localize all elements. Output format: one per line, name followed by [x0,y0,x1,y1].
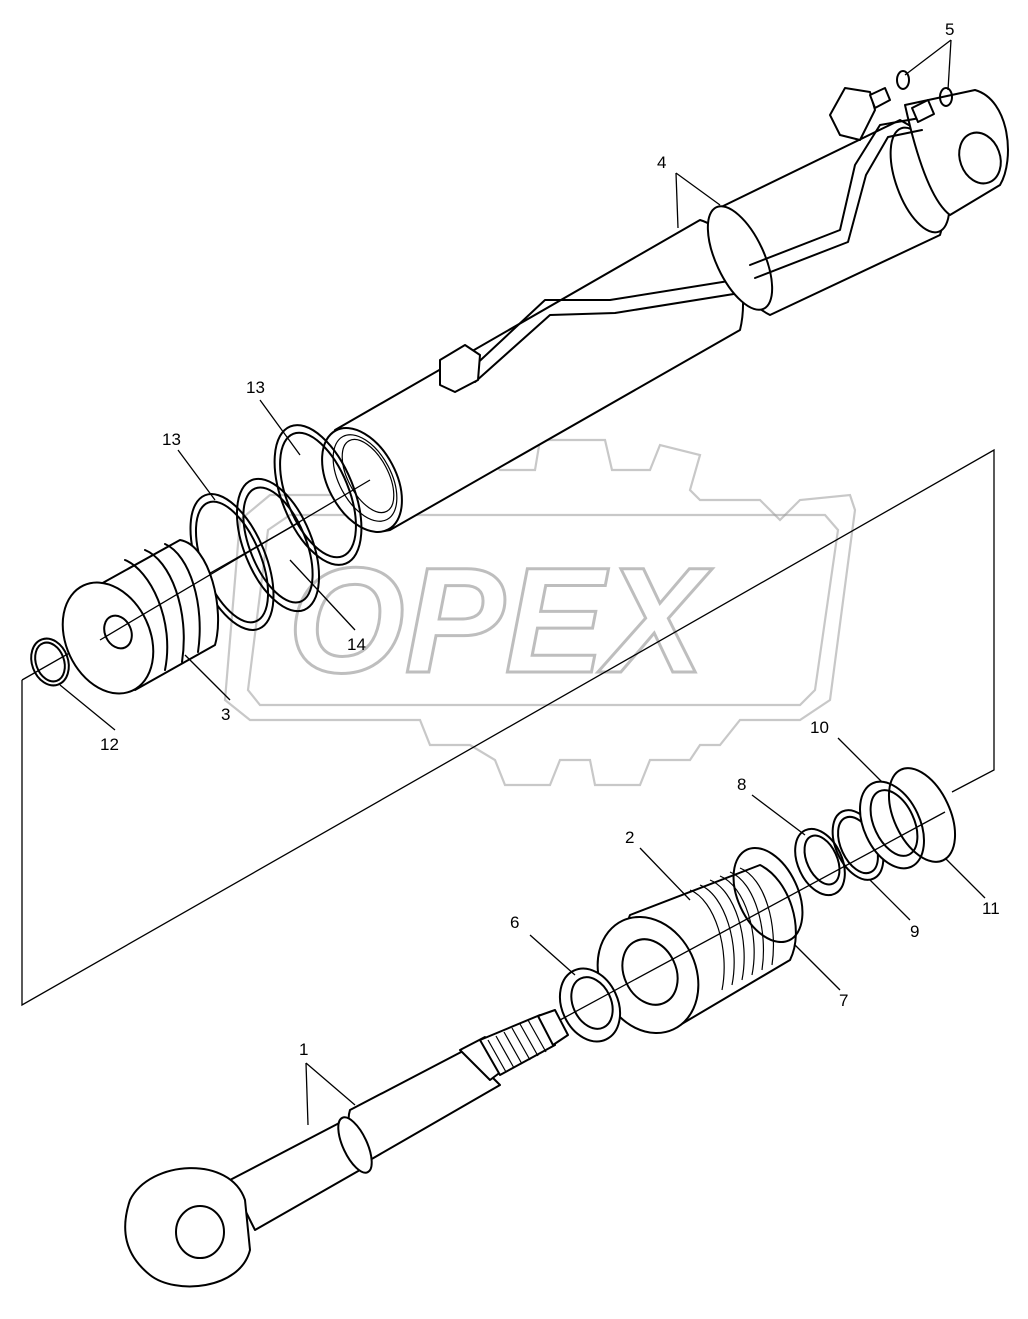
gland-axis-line [559,811,946,1021]
part-12-oring-inner [34,641,66,683]
leader-13b [177,449,216,501]
rod-eye-bore [175,1205,225,1259]
watermark-inner-frame [246,513,840,707]
leader-2 [639,847,691,901]
part-12-oring [30,637,70,687]
callout-10: 10 [810,718,829,737]
leader-10 [837,737,883,783]
barrel-lower-port-block [439,344,481,393]
leader-3 [184,654,231,701]
barrel-thread-ring-inner [341,438,395,514]
callout-2: 2 [625,828,634,847]
part-7-oring [732,846,804,944]
piston-bore [103,614,133,650]
rod-thread-lines [487,1019,547,1073]
rod-break [337,1116,373,1174]
leader-11 [944,857,986,899]
rod-tip [537,1009,569,1046]
frame-line-outer [21,448,995,1007]
callout-14: 14 [347,635,366,654]
barrel-upper-elbow [829,87,876,141]
callout-6: 6 [510,913,519,932]
leader-lines [59,39,986,1126]
piston-axis-line [99,479,371,641]
part-5-oring-b [939,87,953,107]
part-11-snap-ring [887,767,957,863]
gland-threads [689,867,775,991]
callout-9: 9 [910,922,919,941]
barrel-thread-ring [332,434,398,522]
leader-4a [675,172,679,229]
leader-14 [289,559,356,631]
clevis-bore [958,131,1002,185]
callout-8: 8 [737,775,746,794]
part-5-oring-a [896,70,910,90]
part-2-gland [596,864,797,1035]
watermark-gear-outline [223,438,857,787]
barrel-upper-fitting-b [911,99,935,123]
leader-13a [259,399,301,456]
barrel-upper-pipe [749,117,923,279]
callout-13-upper: 13 [246,378,265,397]
part-14-ring-inner [242,486,314,604]
leader-1a [305,1062,309,1126]
callout-7: 7 [839,991,848,1010]
leader-4b [675,172,721,206]
leader-9 [869,879,911,921]
part-4-cylinder-barrel [321,87,1009,533]
part-8-ring-inner [803,834,841,886]
callout-11: 11 [982,899,1000,918]
leader-8 [751,794,806,836]
callout-3: 3 [221,705,230,724]
barrel-lower-pipe [469,279,741,383]
leader-6 [529,934,576,976]
callout-4: 4 [657,153,666,172]
watermark-text: OPEX [288,536,713,704]
barrel-upper-fitting-a [869,87,891,109]
opex-watermark: OPEX [223,438,857,787]
leader-5a [904,39,952,76]
part-3-piston [61,539,219,695]
leader-5b [947,39,952,91]
leader-1b [305,1062,356,1106]
leader-7 [794,944,841,991]
part-14-ring [235,477,321,613]
assembly-frame-lines [21,448,995,1007]
part-1-piston-rod [124,1009,569,1288]
callout-labels: 1 2 3 4 5 6 7 8 9 10 11 12 13 13 14 [100,20,1000,1059]
barrel-upper-break [706,205,774,311]
part-5-orings [896,70,953,107]
callout-1: 1 [299,1040,308,1059]
part-13-ring-upper [273,424,363,566]
leader-12 [59,684,116,731]
callout-5: 5 [945,20,954,39]
callout-12: 12 [100,735,119,754]
callout-13-lower: 13 [162,430,181,449]
